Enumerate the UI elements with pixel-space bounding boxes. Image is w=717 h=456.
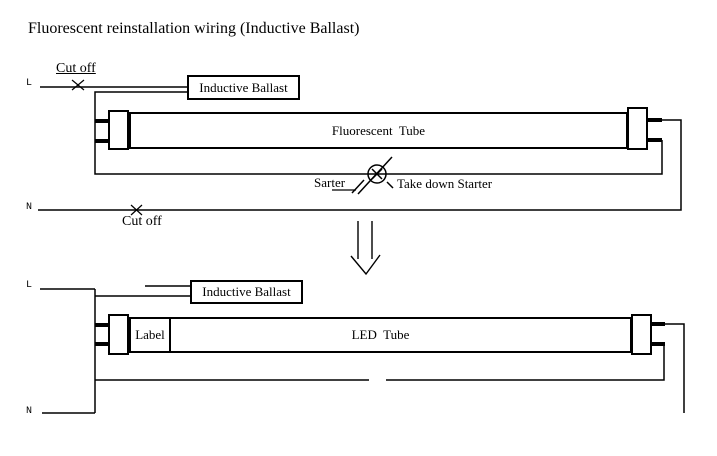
down-arrow-icon bbox=[350, 221, 381, 276]
live-terminal-label-bottom: L bbox=[26, 280, 33, 291]
starter-label: Sarter bbox=[314, 175, 346, 190]
neutral-cut-mark-icon bbox=[130, 204, 143, 216]
led-tube-label-box: Label bbox=[129, 317, 171, 353]
fluorescent-tube-body: Fluorescent Tube bbox=[129, 112, 628, 149]
inductive-ballast-label-bottom: Inductive Ballast bbox=[202, 284, 291, 299]
page-title: Fluorescent reinstallation wiring (Induc… bbox=[28, 20, 360, 37]
led-broken-return-wire bbox=[95, 344, 665, 381]
tube-pins-top bbox=[95, 118, 662, 143]
neutral-terminal-label-bottom: N bbox=[26, 406, 33, 417]
ballast-return-wire bbox=[94, 91, 663, 175]
live-cut-off-label: Cut off bbox=[56, 61, 96, 76]
take-down-starter-label: Take down Starter bbox=[397, 176, 493, 191]
starter-icon bbox=[351, 156, 394, 195]
tube-right-to-neutral-wire bbox=[38, 119, 682, 211]
fluorescent-tube-label: Fluorescent Tube bbox=[331, 122, 426, 138]
live-wire-bottom bbox=[40, 288, 96, 414]
live-terminal-label-top: L bbox=[26, 78, 33, 89]
inductive-ballast-label-top: Inductive Ballast bbox=[199, 79, 288, 95]
tube-pins-bottom bbox=[95, 322, 665, 346]
fluorescent-tube-endcap-left bbox=[108, 110, 129, 150]
label-box-text: Label bbox=[135, 327, 165, 342]
led-tube-endcap-right bbox=[631, 314, 652, 355]
inductive-ballast-box-bottom: Inductive Ballast bbox=[190, 280, 303, 304]
led-right-dangling-wire bbox=[665, 323, 685, 413]
led-tube-body: LED Tube bbox=[129, 317, 632, 353]
led-tube-endcap-left bbox=[108, 314, 129, 355]
led-tube-label: LED Tube bbox=[351, 327, 410, 342]
fluorescent-tube-endcap-right bbox=[627, 107, 648, 150]
live-cut-mark-icon bbox=[71, 79, 85, 91]
inductive-ballast-box-top: Inductive Ballast bbox=[187, 75, 300, 100]
neutral-cut-off-label: Cut off bbox=[122, 214, 162, 229]
neutral-terminal-label-top: N bbox=[26, 202, 33, 213]
